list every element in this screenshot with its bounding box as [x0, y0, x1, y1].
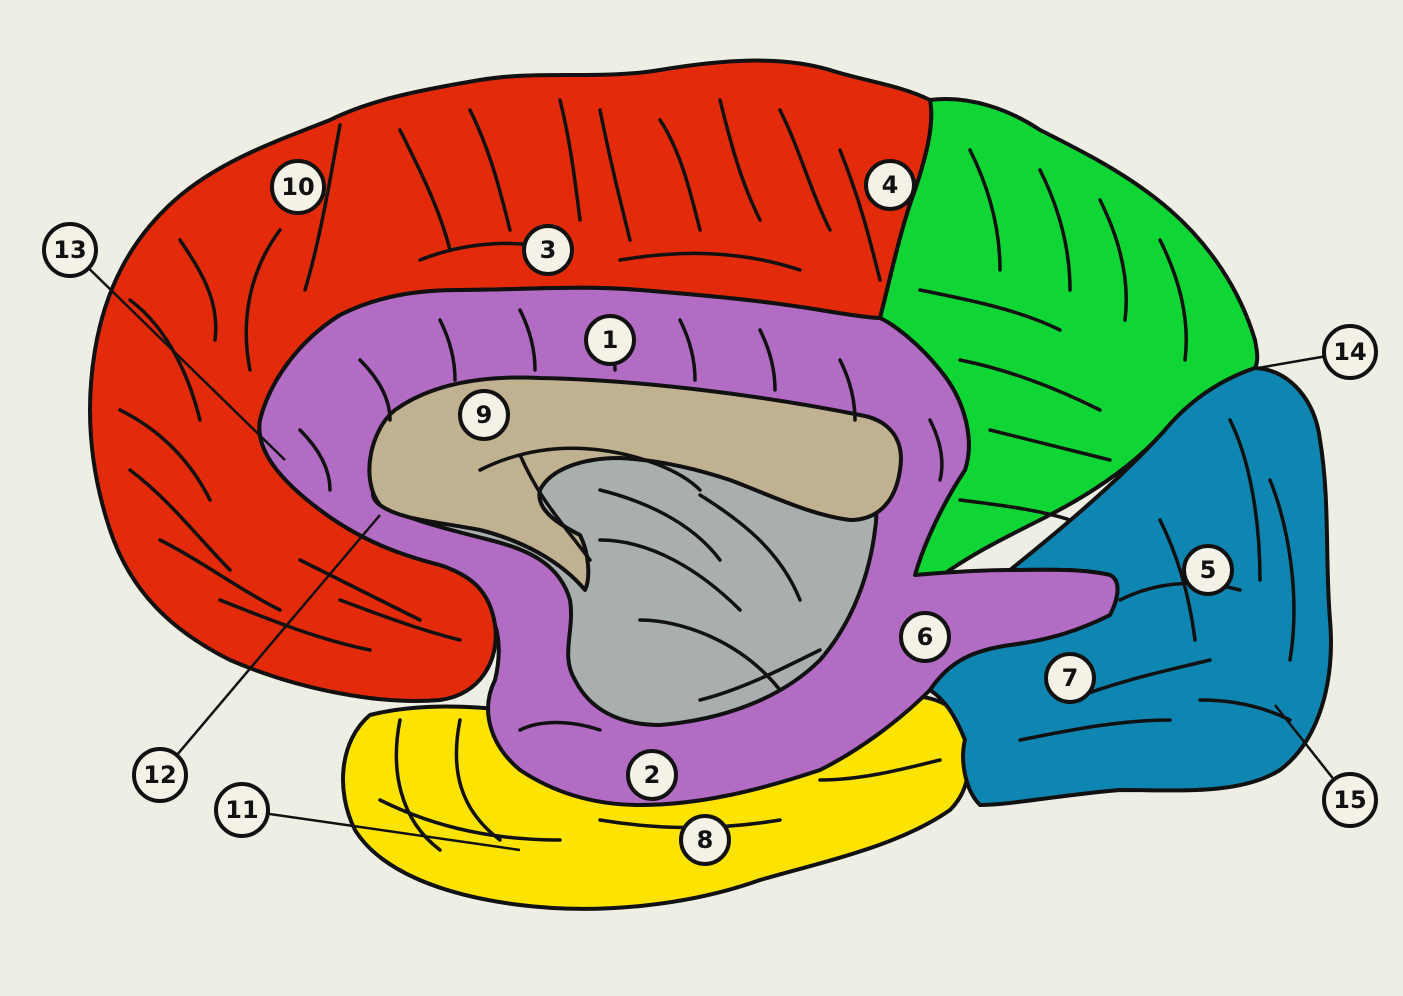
label-12: 12: [134, 749, 186, 801]
label-text: 9: [476, 401, 493, 429]
label-text: 11: [225, 796, 258, 824]
label-7: 7: [1046, 654, 1094, 702]
label-text: 12: [143, 761, 176, 789]
label-4: 4: [866, 161, 914, 209]
label-8: 8: [681, 816, 729, 864]
label-text: 14: [1333, 338, 1366, 366]
label-text: 13: [53, 236, 86, 264]
label-text: 3: [540, 236, 557, 264]
label-text: 2: [644, 761, 661, 789]
label-text: 15: [1333, 786, 1366, 814]
label-text: 5: [1200, 556, 1217, 584]
label-11: 11: [216, 784, 268, 836]
label-text: 10: [281, 173, 314, 201]
label-2: 2: [628, 751, 676, 799]
label-10: 10: [272, 161, 324, 213]
label-text: 6: [917, 623, 934, 651]
label-text: 7: [1062, 664, 1079, 692]
label-13: 13: [44, 224, 96, 276]
label-text: 4: [882, 171, 899, 199]
label-14: 14: [1324, 326, 1376, 378]
label-text: 8: [697, 826, 714, 854]
label-15: 15: [1324, 774, 1376, 826]
label-9: 9: [460, 391, 508, 439]
label-text: 1: [602, 326, 619, 354]
label-3: 3: [524, 226, 572, 274]
label-6: 6: [901, 613, 949, 661]
label-1: 1: [586, 316, 634, 364]
label-5: 5: [1184, 546, 1232, 594]
